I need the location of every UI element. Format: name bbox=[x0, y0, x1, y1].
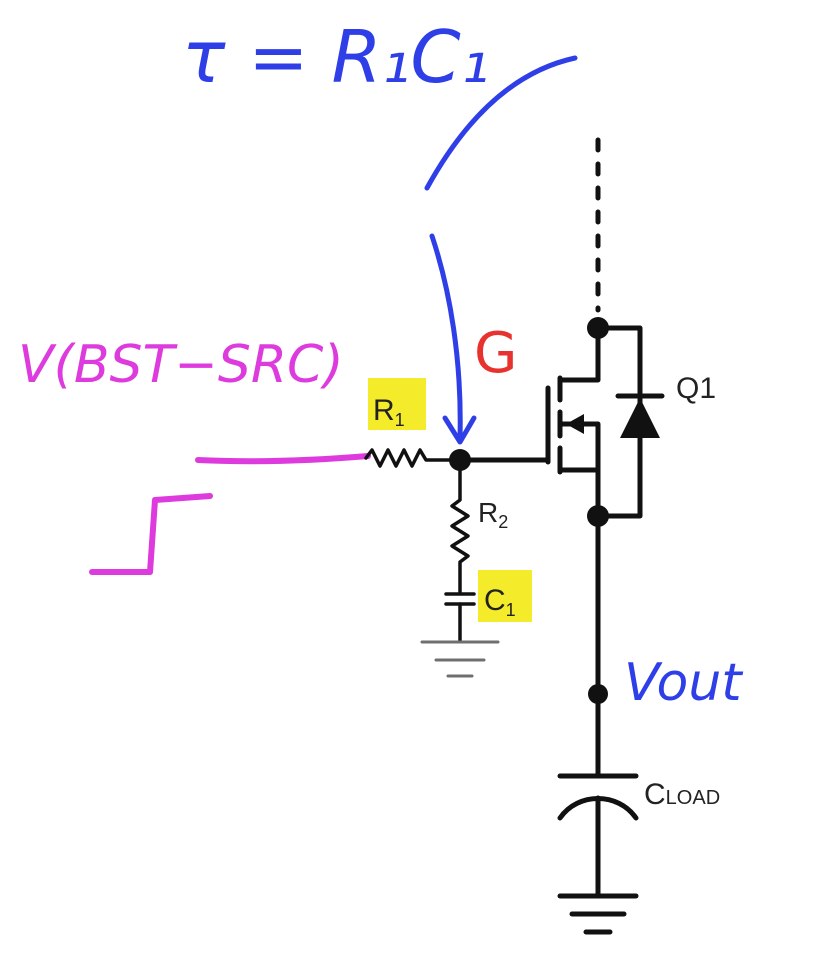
ground-c1-icon bbox=[420, 640, 500, 678]
r1-label: R1 bbox=[373, 394, 405, 430]
vout-node bbox=[588, 684, 608, 704]
drive-input-stroke bbox=[195, 453, 371, 465]
tau-equation-text: τ = R₁C₁ bbox=[182, 15, 489, 99]
step-waveform-icon bbox=[89, 493, 213, 575]
ground-cload-icon bbox=[557, 893, 639, 935]
c1-label: C1 bbox=[484, 584, 516, 620]
tau-arrow bbox=[424, 55, 578, 445]
capacitor-cload: CLOAD bbox=[557, 773, 720, 899]
resistor-r1: R1 bbox=[364, 378, 462, 468]
mosfet-q1: Q1 bbox=[545, 137, 716, 527]
vout-annotation: Vout bbox=[624, 653, 743, 713]
q1-label: Q1 bbox=[676, 372, 716, 405]
gate-annotation: G bbox=[474, 321, 517, 386]
drive-voltage-annotation: V(BST−SRC) bbox=[18, 335, 344, 395]
r2-label: R2 bbox=[478, 497, 508, 532]
capacitor-c1: C1 bbox=[444, 570, 532, 642]
tau-equation-annotation: τ = R₁C₁ bbox=[182, 15, 489, 99]
resistor-r2: R2 bbox=[450, 458, 508, 594]
cload-label: CLOAD bbox=[644, 778, 720, 811]
